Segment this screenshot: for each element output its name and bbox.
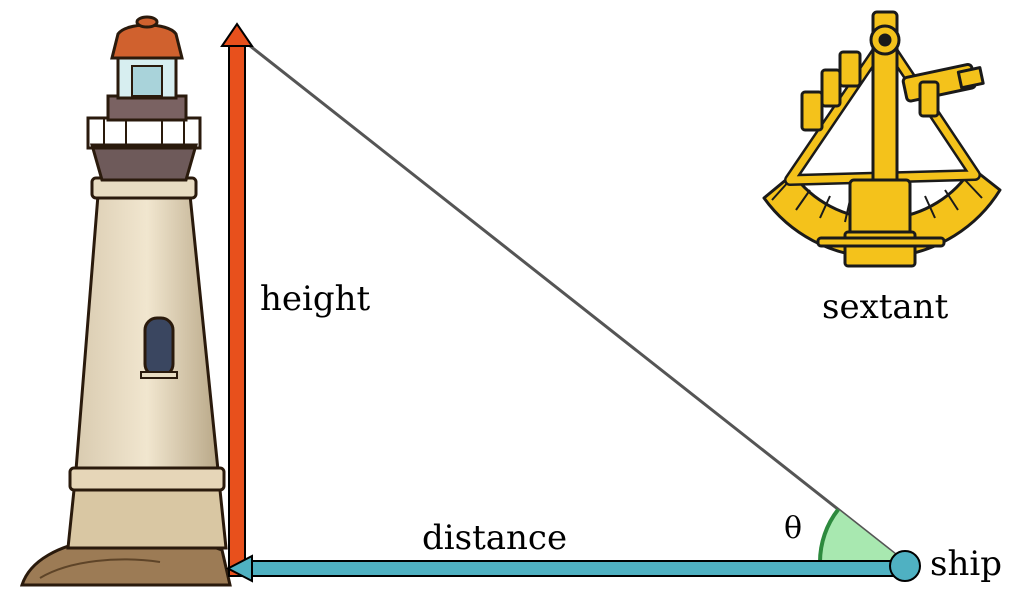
distance-arrow <box>225 554 903 583</box>
sextant-label: sextant <box>822 287 949 327</box>
distance-label: distance <box>422 518 567 558</box>
angle-arc <box>818 508 840 563</box>
ship-marker-icon <box>889 550 921 582</box>
height-label: height <box>260 279 371 319</box>
sextant-icon <box>762 10 1002 268</box>
height-arrow <box>220 22 254 577</box>
theta-label: θ <box>784 511 802 546</box>
angle-wedge <box>820 509 905 562</box>
hypotenuse-line <box>239 36 906 564</box>
lighthouse-icon <box>19 15 232 587</box>
ship-label: ship <box>930 544 1002 584</box>
